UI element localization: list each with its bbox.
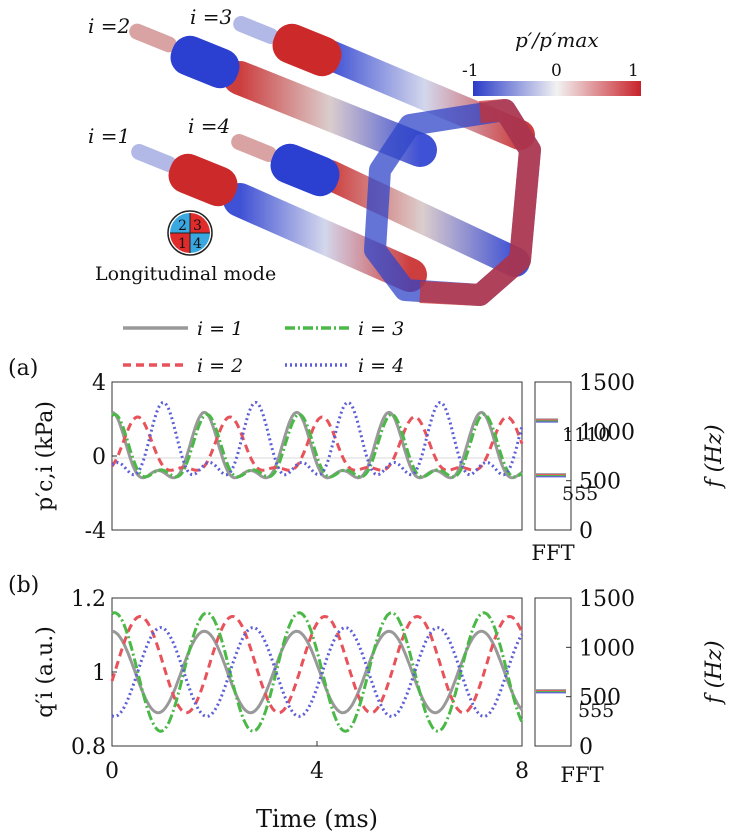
panel-b-peak-label-555: 555 <box>578 700 614 722</box>
panel-a-peak-label-1110: 1110 <box>562 424 610 446</box>
tube-lower-2 <box>315 160 530 277</box>
panel-a-fft-plot <box>536 418 566 478</box>
fft-ytick-label: 1500 <box>579 587 635 612</box>
legend-label-3: i = 3 <box>358 318 404 340</box>
panel-a-plot <box>110 400 524 480</box>
colorbar-title: p′/p′max <box>515 28 599 52</box>
panel-a-fft-ylabel: f (Hz) <box>702 424 727 489</box>
burner-4-chamber <box>270 143 340 197</box>
burner-3-nozzle <box>233 16 279 44</box>
fft-ytick-label: 0 <box>579 735 593 760</box>
panel-a-ylabel: p′c,i (kPa) <box>33 401 58 511</box>
legend-label-1: i = 1 <box>197 318 243 340</box>
ytick-label: -4 <box>85 519 106 544</box>
mode-icon-num-1: 1 <box>178 236 187 252</box>
panel-b-label: (b) <box>8 573 39 598</box>
burner-4-nozzle <box>231 134 277 162</box>
burner-3-chamber <box>272 23 342 77</box>
series-line-3 <box>111 611 524 733</box>
panel-b-fft-ylabel: f (Hz) <box>702 640 727 705</box>
series-line-2 <box>110 415 524 472</box>
combustor-schematic: i =1 i =2 i =3 i =4 2 3 1 4 Longitudinal… <box>88 5 641 306</box>
legend-label-4: i = 4 <box>358 355 404 377</box>
colorbar <box>473 81 641 96</box>
burner-2-nozzle <box>129 23 177 53</box>
fft-ytick-label: 1500 <box>579 371 635 396</box>
panel-b-fft-axes <box>534 597 572 747</box>
mode-icon: 2 3 1 4 <box>167 210 213 256</box>
burner-1-chamber <box>168 153 238 207</box>
burner-label-1: i =1 <box>88 124 130 148</box>
ytick-label: 0.8 <box>71 735 106 760</box>
fft-ytick-label: 0 <box>579 519 593 544</box>
panel-b-xticks: 0 4 8 <box>105 741 529 784</box>
panel-b-ylabel: q′i (a.u.) <box>33 626 58 718</box>
panel-a-peak-label-555: 555 <box>562 483 598 505</box>
panel-a-label: (a) <box>8 356 38 381</box>
ytick-label: 1.2 <box>71 587 106 612</box>
ytick-label: 4 <box>92 371 106 396</box>
burner-label-3: i =3 <box>190 5 232 29</box>
mode-label: Longitudinal mode <box>95 263 276 285</box>
panel-a-fft-yticks: 1500 1000 500 0 <box>566 371 635 544</box>
xtick-label: 8 <box>515 759 529 784</box>
series-line-4 <box>111 626 524 718</box>
panel-b-fft-xlabel: FFT <box>560 763 603 787</box>
fft-ytick-label: 1000 <box>579 420 635 445</box>
mode-icon-num-2: 2 <box>178 218 187 234</box>
ytick-label: 1 <box>92 661 106 686</box>
ytick-label: 0 <box>92 445 106 470</box>
panel-b-plot <box>110 611 524 733</box>
burner-label-2: i =2 <box>88 14 130 38</box>
legend: i = 1 i = 3 i = 2 i = 4 <box>123 318 404 377</box>
annular-ring-hot <box>419 99 541 306</box>
fft-ytick-label: 500 <box>579 686 621 711</box>
colorbar-tick-min: -1 <box>462 61 479 81</box>
panel-b-fft-yticks: 1500 1000 500 0 <box>566 587 635 760</box>
series-line-2 <box>110 614 524 715</box>
xtick-label: 0 <box>105 759 119 784</box>
panel-b-xlabel: Time (ms) <box>256 805 378 833</box>
mode-icon-num-4: 4 <box>193 236 202 252</box>
fft-ytick-label: 500 <box>579 470 621 495</box>
xtick-label: 4 <box>310 759 324 784</box>
series-line-4 <box>110 400 524 477</box>
burner-2-chamber <box>170 35 240 89</box>
colorbar-tick-mid: 0 <box>551 61 562 81</box>
mode-icon-num-3: 3 <box>193 218 202 234</box>
panel-b: (b) 1.2 1 0.8 0 4 8 q′i (a.u.) Time (ms) FFT… <box>8 573 727 833</box>
panel-b-yticks: 1.2 1 0.8 <box>71 587 117 760</box>
panel-a-fft-axes <box>534 381 572 531</box>
panel-a-yticks: 4 0 -4 <box>85 371 117 544</box>
burner-label-4: i =4 <box>188 114 230 138</box>
series-line-1 <box>111 629 524 715</box>
burner-1-nozzle <box>131 144 177 172</box>
panel-a-fft-xlabel: FFT <box>531 541 574 565</box>
panel-b-fft-plot <box>536 689 566 694</box>
fft-ytick-label: 1000 <box>579 636 635 661</box>
colorbar-tick-max: 1 <box>628 61 639 81</box>
series-line-3 <box>111 412 523 479</box>
panel-a: (a) 4 0 -4 p′c,i (kPa) FFT 1500 1000 500 0 f … <box>8 356 727 565</box>
legend-label-2: i = 2 <box>197 355 243 377</box>
